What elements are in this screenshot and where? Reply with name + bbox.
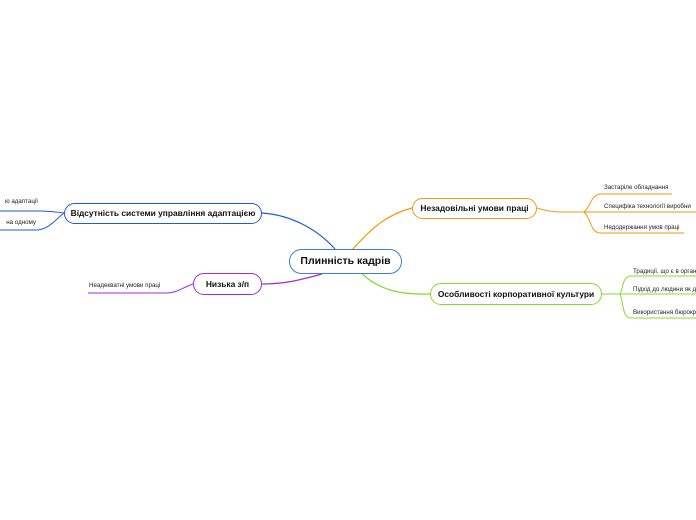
branch-culture-node[interactable]: Особливості корпоративної культури <box>430 283 602 305</box>
connector-adaptation-1 <box>0 210 65 214</box>
connector-unsatisfactory-hub <box>536 207 584 213</box>
root-label: Плинність кадрів <box>300 255 391 267</box>
connector-culture-3 <box>619 293 696 319</box>
branch-unsatisfactory-node[interactable]: Незадовільні умови праці <box>412 198 537 219</box>
connector-salary-1 <box>88 283 194 294</box>
leaf-culture-2[interactable]: Підхід до людини як д <box>633 286 696 293</box>
leaf-salary-1[interactable]: Неадекватні умови праці <box>89 282 161 289</box>
connector-adaptation-2 <box>0 212 65 231</box>
leaf-culture-3[interactable]: Використання бюрокр <box>633 309 696 316</box>
branch-adaptation-node[interactable]: Відсутність системи управління адаптаціє… <box>64 203 262 224</box>
branch-unsatisfactory-label: Незадовільні умови праці <box>420 203 529 213</box>
branch-salary-label: Низька з/п <box>205 279 250 289</box>
leaf-unsatisfactory-1[interactable]: Застаріле обладнання <box>604 184 669 191</box>
leaf-adaptation-2[interactable]: на одному <box>6 219 36 226</box>
connector-unsatisfactory-3 <box>583 211 684 234</box>
leaf-unsatisfactory-2[interactable]: Специфіка технології виробни <box>604 203 691 210</box>
branch-culture-label: Особливості корпоративної культури <box>437 289 595 299</box>
connector-root-salary <box>261 273 323 285</box>
leaf-culture-1[interactable]: Традиції, що є в орган <box>633 268 696 275</box>
branch-salary-node[interactable]: Низька з/п <box>193 273 262 295</box>
connector-unsatisfactory-1 <box>583 193 672 213</box>
connector-root-adaptation <box>261 212 336 250</box>
root-node[interactable]: Плинність кадрів <box>289 249 402 274</box>
branch-adaptation-label: Відсутність системи управління адаптаціє… <box>70 208 256 218</box>
connector-root-unsatisfactory <box>351 207 413 251</box>
leaf-unsatisfactory-3[interactable]: Недодержання умов праці <box>604 224 680 231</box>
connector-root-culture <box>361 273 431 295</box>
connector-culture-1 <box>619 275 696 295</box>
leaf-adaptation-1[interactable]: ю адаптації <box>4 198 38 205</box>
